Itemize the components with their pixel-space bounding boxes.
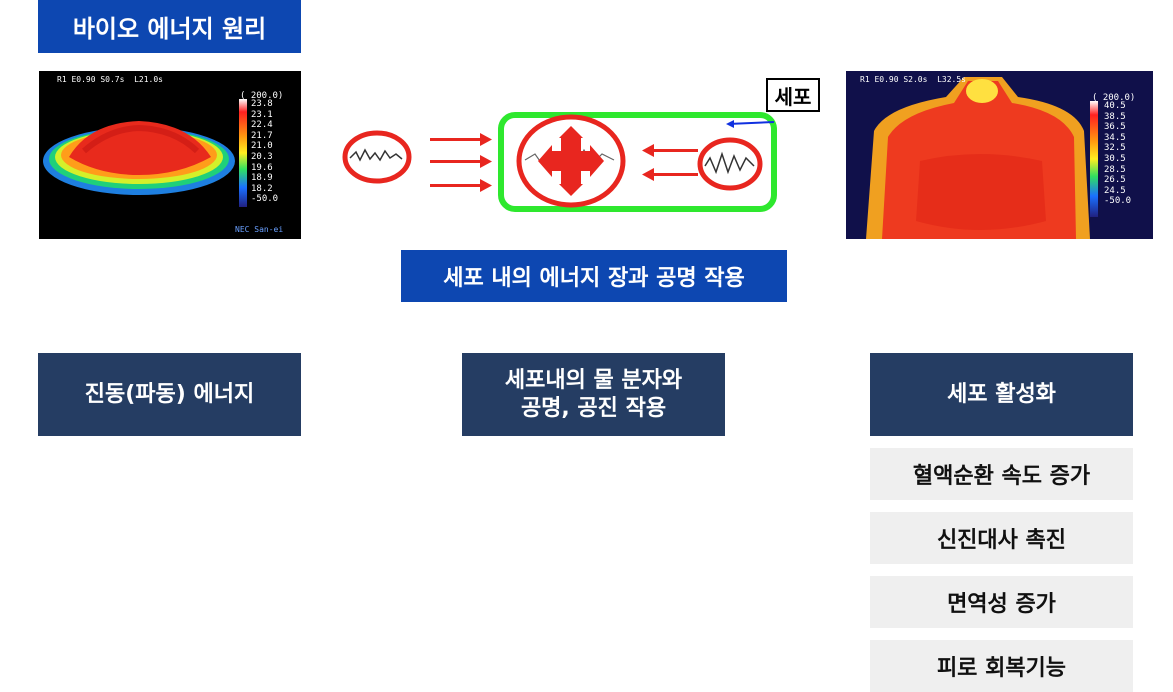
cell-pointer-line [727, 121, 775, 125]
energy-arrows-right [430, 133, 492, 192]
thermal-left-scale-top: ( 200.0) [240, 91, 284, 101]
body-heat-shape [866, 77, 1098, 239]
cell-energy-caption: 세포 내의 에너지 장과 공명 작용 [401, 250, 787, 302]
thermal-left-scale-value: 23.8 [251, 99, 273, 109]
thermal-left-brand: NEC San-ei [235, 225, 284, 234]
thermal-left-scale-value: 18.2 [251, 183, 273, 194]
diagram-title: 바이오 에너지 원리 [38, 0, 301, 53]
resonance-box-line2: 공명, 공진 작용 [520, 395, 667, 421]
mound-heat-shape [43, 99, 247, 207]
vibration-energy-box: 진동(파동) 에너지 [38, 353, 301, 436]
thermal-left-scale-value: 23.1 [251, 109, 273, 120]
thermal-left-scale-value: 22.4 [251, 120, 273, 131]
thermal-left-scale-value: -50.0 [251, 194, 279, 205]
thermal-right-scale-top: ( 200.0) [1092, 93, 1136, 103]
resonance-box: 세포내의 물 분자와 공명, 공진 작용 [462, 353, 725, 436]
cell-resonance-diagram [342, 112, 777, 212]
thermal-left-scale-value: 21.7 [251, 130, 273, 141]
effect-immunity: 면역성 증가 [870, 576, 1133, 628]
effect-blood-circulation: 혈액순환 속도 증가 [870, 448, 1133, 500]
thermal-right-header: R1 E0.90 S2.0s L32.5s [860, 75, 966, 84]
cell-activation-box: 세포 활성화 [870, 353, 1133, 436]
thermal-left-scale-value: 20.3 [251, 151, 273, 162]
effect-fatigue-recovery: 피로 회복기능 [870, 640, 1133, 692]
energy-arrows-left [642, 144, 698, 181]
water-molecule-circle-left [342, 130, 412, 184]
resonance-box-line1: 세포내의 물 분자와 [504, 367, 683, 393]
thermal-right-scale-value: 26.5 [1104, 175, 1126, 186]
thermal-right-scale-value: 34.5 [1104, 132, 1126, 143]
thermal-right-scale-value: 30.5 [1104, 153, 1126, 164]
water-molecule-circle-right [697, 137, 763, 191]
thermal-right-scale-value: 24.5 [1104, 185, 1126, 196]
thermal-right-scale-value: 36.5 [1104, 122, 1126, 133]
thermal-right-scale-value: 28.5 [1104, 164, 1126, 175]
effect-metabolism: 신진대사 촉진 [870, 512, 1133, 564]
thermal-left-scale-value: 18.9 [251, 173, 273, 184]
cell-pointer-arrowhead [726, 120, 734, 128]
thermal-left-scale-value: 19.6 [251, 162, 273, 173]
thermal-right-scale-value: 38.5 [1104, 111, 1126, 122]
thermal-right-scale-value: 40.5 [1104, 101, 1126, 111]
cell-label: 세포 [766, 78, 820, 112]
thermal-right-scale-value: 32.5 [1104, 143, 1126, 154]
thermal-right-scale-value: -50.0 [1104, 196, 1132, 207]
thermal-left-scale-value: 21.0 [251, 141, 273, 152]
thermal-left-header: R1 E0.90 S0.7s L21.0s [57, 75, 163, 84]
resonance-circle [516, 114, 626, 208]
